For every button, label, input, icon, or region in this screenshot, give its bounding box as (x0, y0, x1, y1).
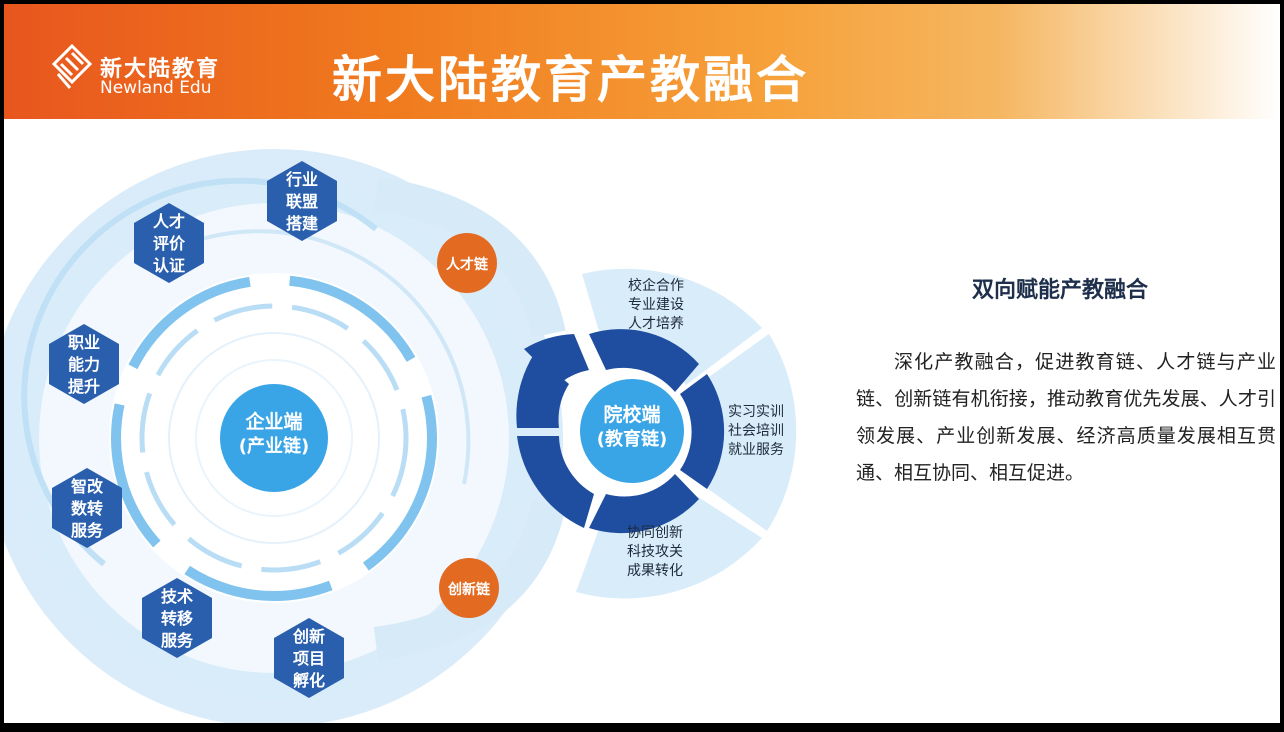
svg-text:提升: 提升 (68, 377, 100, 396)
svg-text:技术: 技术 (161, 587, 193, 606)
svg-text:科技攻关: 科技攻关 (627, 544, 683, 560)
svg-text:数转: 数转 (71, 499, 103, 518)
svg-text:行业: 行业 (285, 170, 318, 189)
svg-text:专业建设: 专业建设 (628, 297, 684, 313)
school-ring-left-top (524, 334, 589, 384)
svg-text:成果转化: 成果转化 (627, 563, 683, 579)
header-banner: 新大陆教育 Newland Edu 新大陆教育产教融合 (4, 4, 1280, 119)
svg-text:能力: 能力 (68, 355, 100, 374)
hexagon-industry-alliance: 行业 联盟 搭建 (267, 161, 337, 241)
enterprise-center-sublabel: (产业链) (239, 435, 309, 457)
svg-text:项目: 项目 (293, 649, 325, 668)
school-ring-right (680, 374, 725, 489)
upper-link-arc (373, 177, 566, 338)
svg-text:校企合作: 校企合作 (628, 277, 684, 294)
school-sector-top (582, 268, 762, 385)
enterprise-center-label: 企业端 (244, 410, 302, 433)
svg-text:智改: 智改 (71, 477, 104, 496)
svg-text:就业服务: 就业服务 (728, 442, 784, 458)
side-body-text: 深化产教融合，促进教育链、人才链与产业链、创新链有机衔接，推动教育优先发展、人才… (856, 351, 1276, 484)
svg-text:社会培训: 社会培训 (728, 423, 784, 439)
sector-text-bottom: 协同创新 科技攻关 成果转化 (627, 525, 683, 579)
school-sector-bottom (576, 488, 762, 599)
enterprise-center (220, 384, 328, 492)
school-center-sublabel: (教育链) (597, 428, 667, 450)
svg-text:创新: 创新 (292, 627, 325, 646)
svg-text:服务: 服务 (71, 521, 104, 540)
hexagon-innovation-incubation: 创新 项目 孵化 (274, 618, 344, 698)
school-ring-top (589, 329, 699, 392)
svg-text:职业: 职业 (68, 333, 100, 352)
hexagon-tech-transfer: 技术 转移 服务 (142, 578, 212, 658)
talent-chain-badge: 人才链 (437, 233, 497, 293)
sector-text-right: 实习实训 社会培训 就业服务 (728, 404, 784, 458)
hexagon-digital-transformation: 智改 数转 服务 (52, 468, 122, 548)
svg-text:人才: 人才 (153, 212, 185, 231)
slide: 新大陆教育 Newland Edu 新大陆教育产教融合 企业端 (产业链) 行业… (4, 4, 1280, 723)
school-center (580, 379, 684, 483)
integration-diagram: 企业端 (产业链) 行业 联盟 搭建 人才 评价 认证 职业 能力 提升 智改 … (4, 149, 797, 723)
svg-text:服务: 服务 (161, 631, 194, 650)
school-sector-right (690, 334, 797, 531)
svg-text:认证: 认证 (153, 256, 185, 275)
school-ring-bottom (589, 474, 699, 534)
inner-arc-right (153, 229, 471, 485)
innovation-chain-badge: 创新链 (439, 558, 499, 618)
svg-text:联盟: 联盟 (286, 192, 318, 211)
thin-ring-2 (195, 359, 353, 517)
hexagon-vocational-ability: 职业 能力 提升 (49, 324, 119, 404)
svg-text:协同创新: 协同创新 (627, 525, 683, 541)
svg-text:实习实训: 实习实训 (728, 404, 784, 420)
thin-ring (168, 332, 380, 544)
sector-text-top: 校企合作 专业建设 人才培养 (628, 277, 684, 332)
svg-text:创新链: 创新链 (447, 581, 491, 598)
hexagon-talent-evaluation: 人才 评价 认证 (134, 203, 204, 283)
brand-name-en: Newland Edu (100, 78, 212, 98)
school-ring-left-lower (517, 436, 594, 528)
svg-text:搭建: 搭建 (286, 214, 318, 233)
school-center-label: 院校端 (603, 403, 660, 426)
newland-logo-icon (52, 44, 92, 89)
svg-text:转移: 转移 (161, 609, 193, 628)
svg-text:孵化: 孵化 (293, 671, 325, 690)
svg-text:人才链: 人才链 (446, 256, 489, 273)
side-title: 双向赋能产教融合 (972, 278, 1149, 303)
brand-name-cn: 新大陆教育 (100, 57, 221, 82)
svg-text:评价: 评价 (153, 234, 186, 253)
school-ring-left-upper (516, 354, 569, 428)
dashed-ring-2 (139, 303, 409, 573)
page-title: 新大陆教育产教融合 (332, 51, 809, 109)
dashed-ring-1 (111, 275, 437, 601)
svg-text:人才培养: 人才培养 (628, 316, 684, 332)
